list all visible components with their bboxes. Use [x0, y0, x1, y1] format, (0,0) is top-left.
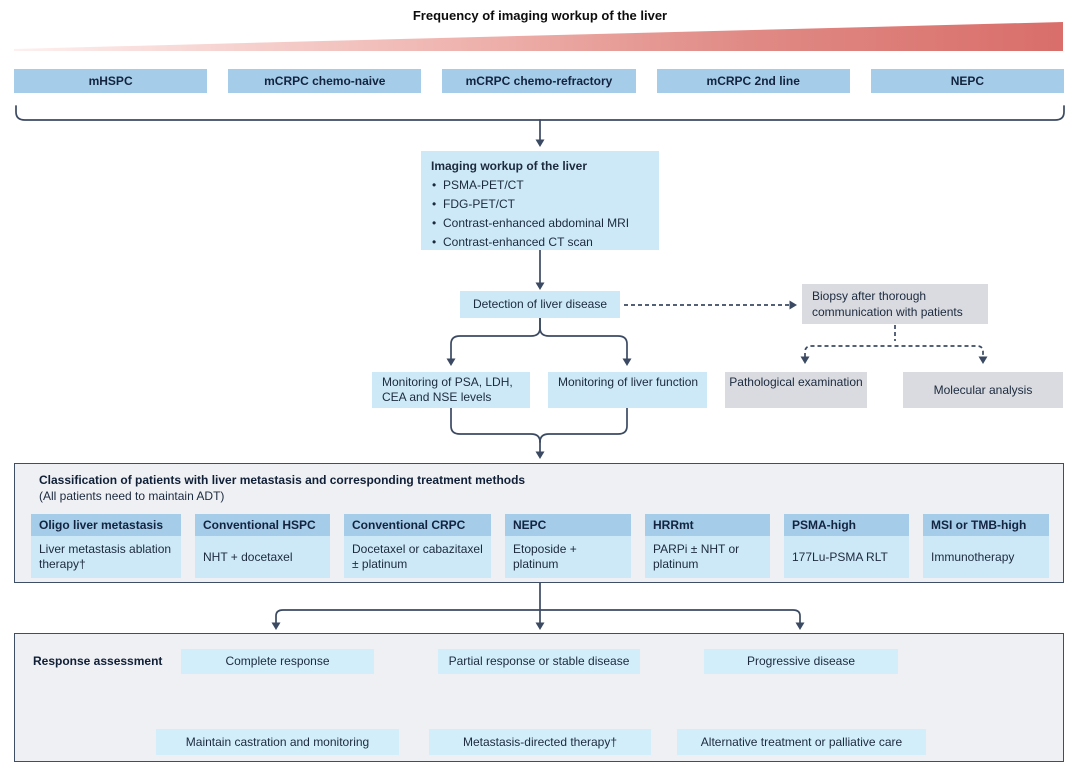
classification-panel: Classification of patients with liver me… [14, 463, 1064, 583]
pathological-examination-box: Pathological examination [725, 372, 867, 408]
column-header: HRRmt [645, 514, 770, 536]
monitoring-liver-function-box: Monitoring of liver function [548, 372, 707, 408]
column-treatment: Etoposide + platinum [505, 536, 631, 578]
classification-subtitle: (All patients need to maintain ADT) [39, 489, 225, 503]
disease-stage-row: mHSPC mCRPC chemo-naive mCRPC chemo-refr… [14, 69, 1065, 93]
column-header: Conventional CRPC [344, 514, 491, 536]
biopsy-communication-box: Biopsy after thorough communication with… [802, 284, 988, 324]
classification-columns: Oligo liver metastasis Liver metastasis … [31, 514, 1049, 578]
action-metastasis-directed-therapy: Metastasis-directed therapy† [429, 729, 651, 755]
column-header: Conventional HSPC [195, 514, 330, 536]
detection-of-liver-disease-box: Detection of liver disease [460, 291, 620, 318]
column-header: PSMA-high [784, 514, 909, 536]
imaging-modality-item: Contrast-enhanced abdominal MRI [431, 214, 649, 233]
action-maintain-castration: Maintain castration and monitoring [156, 729, 399, 755]
column-psma-high: PSMA-high 177Lu-PSMA RLT [784, 514, 909, 578]
column-treatment: 177Lu-PSMA RLT [784, 536, 909, 578]
figure-title: Frequency of imaging workup of the liver [412, 8, 668, 23]
column-treatment: Immunotherapy [923, 536, 1049, 578]
stage-box-mhspc: mHSPC [14, 69, 208, 93]
outcome-progressive-disease: Progressive disease [704, 649, 898, 674]
column-hrrmt: HRRmt PARPi ± NHT or platinum [645, 514, 770, 578]
column-header: Oligo liver metastasis [31, 514, 181, 536]
column-header: MSI or TMB-high [923, 514, 1049, 536]
column-oligo-liver-metastasis: Oligo liver metastasis Liver metastasis … [31, 514, 181, 578]
imaging-workup-title: Imaging workup of the liver [431, 159, 588, 173]
response-assessment-label: Response assessment [33, 654, 163, 668]
outcome-complete-response: Complete response [181, 649, 374, 674]
outcome-partial-or-stable: Partial response or stable disease [438, 649, 640, 674]
monitoring-markers-box: Monitoring of PSA, LDH, CEA and NSE leve… [372, 372, 530, 408]
column-nepc: NEPC Etoposide + platinum [505, 514, 631, 578]
classification-title: Classification of patients with liver me… [39, 473, 526, 487]
action-alternative-or-palliative: Alternative treatment or palliative care [677, 729, 926, 755]
molecular-analysis-box: Molecular analysis [903, 372, 1063, 408]
stage-box-mcrpc-2nd-line: mCRPC 2nd line [656, 69, 850, 93]
imaging-workup-box: Imaging workup of the liver PSMA-PET/CT … [421, 151, 659, 252]
column-treatment: NHT + docetaxel [195, 536, 330, 578]
column-conventional-hspc: Conventional HSPC NHT + docetaxel [195, 514, 330, 578]
imaging-modality-item: PSMA-PET/CT [431, 176, 649, 195]
column-treatment: Liver metastasis ablation therapy† [31, 536, 181, 578]
imaging-modality-item: Contrast-enhanced CT scan [431, 233, 649, 252]
stage-box-nepc: NEPC [870, 69, 1065, 93]
frequency-gradient-wedge [14, 22, 1063, 51]
response-assessment-panel: Response assessment Complete response Pa… [14, 633, 1064, 762]
column-treatment: PARPi ± NHT or platinum [645, 536, 770, 578]
column-treatment: Docetaxel or cabazitaxel ± platinum [344, 536, 491, 578]
column-header: NEPC [505, 514, 631, 536]
stage-box-mcrpc-chemo-naive: mCRPC chemo-naive [228, 69, 422, 93]
imaging-modality-item: FDG-PET/CT [431, 195, 649, 214]
stage-box-mcrpc-chemo-refractory: mCRPC chemo-refractory [442, 69, 636, 93]
column-conventional-crpc: Conventional CRPC Docetaxel or cabazitax… [344, 514, 491, 578]
column-msi-tmb-high: MSI or TMB-high Immunotherapy [923, 514, 1049, 578]
